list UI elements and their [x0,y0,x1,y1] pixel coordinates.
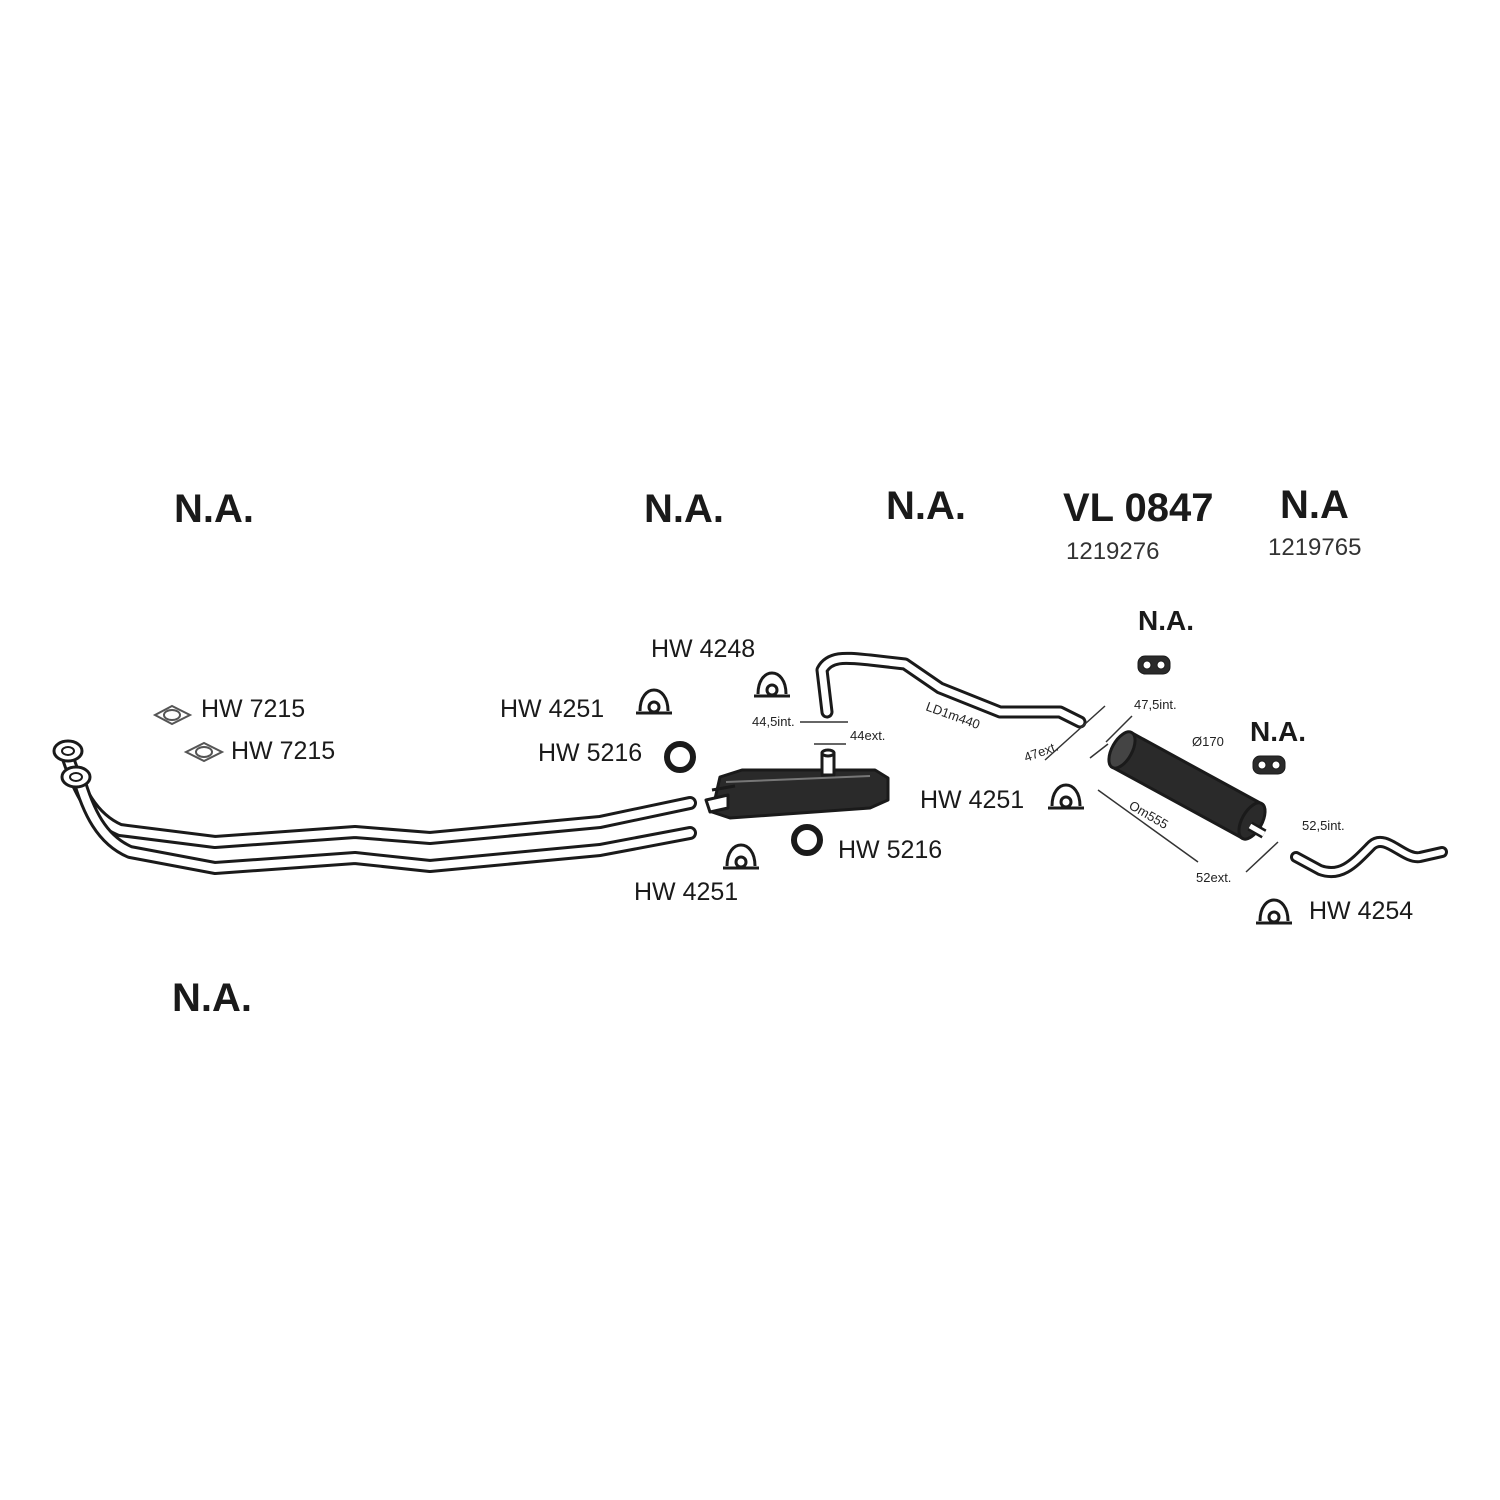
label-hw4254: HW 4254 [1309,897,1414,925]
front-pipe-availability: N.A. [174,487,254,531]
label-hw5216-b: HW 5216 [838,836,943,864]
intermediate-pipe-availability: N.A. [886,484,966,528]
dimension-52-5int: 52,5int. [1302,818,1345,833]
dimension-dia170: Ø170 [1192,734,1224,749]
dimension-44-5int: 44,5int. [752,714,795,729]
tailpipe-availability: N.A [1280,483,1349,527]
bottom-availability: N.A. [172,976,252,1020]
dimension-52ext: 52ext. [1196,870,1231,885]
label-hanger-b-availability: N.A. [1250,716,1306,747]
intermediate-pipe [815,651,1087,729]
gasket-icon [152,704,225,763]
label-hw4251-a: HW 4251 [500,695,605,723]
dimension-47ext: 47ext. [1022,739,1060,765]
front-downpipe [52,739,697,875]
middle-silencer [704,748,890,820]
dimension-44ext: 44ext. [850,728,885,743]
dimension-47-5int: 47,5int. [1134,697,1177,712]
rubber-hanger-icon [1137,655,1286,775]
label-hw7215-b: HW 7215 [231,737,336,765]
tailpipe-reference: 1219765 [1268,534,1362,561]
label-hw4251-b: HW 4251 [634,878,739,906]
label-hanger-a-availability: N.A. [1138,605,1194,636]
label-hw4248: HW 4248 [651,635,756,663]
tailpipe [1290,836,1448,879]
clamp-icon [636,671,1292,925]
label-hw7215-a: HW 7215 [201,695,306,723]
rear-silencer-reference: 1219276 [1066,538,1160,565]
sealing-ring-icon [664,741,823,856]
middle-silencer-availability: N.A. [644,487,724,531]
rear-silencer [1107,730,1267,841]
label-hw5216-a: HW 5216 [538,739,643,767]
label-hw4251-c: HW 4251 [920,786,1025,814]
dimension-lines [800,705,1279,873]
rear-silencer-code: VL 0847 [1063,486,1214,530]
